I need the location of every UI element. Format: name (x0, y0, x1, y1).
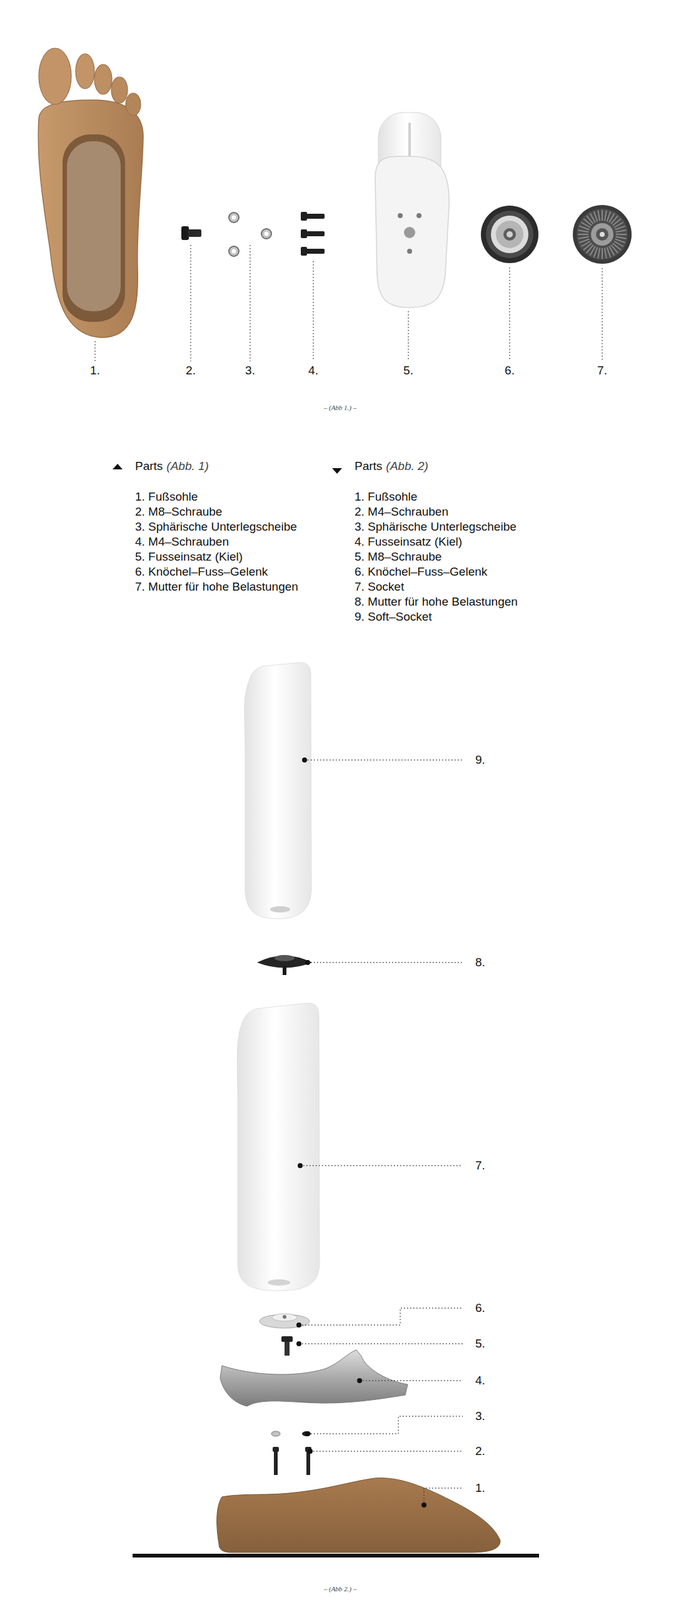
callout-number: 2. (475, 1445, 486, 1460)
callout-number: 7. (475, 1159, 486, 1174)
m4-screws-side (272, 1447, 312, 1476)
list-heading: Parts (135, 459, 163, 475)
part-list-item: 7. Socket (354, 580, 404, 595)
part-list-item: 7. Mutter für hohe Belastungen (135, 580, 299, 595)
down-triangle (332, 468, 343, 475)
part-list-item: 3. Sphärische Unterlegscheibe (135, 520, 298, 535)
figure-caption: – (Abb 1.) – (323, 403, 358, 413)
callout-number: 4. (475, 1374, 486, 1389)
callout-number: 1. (475, 1482, 486, 1497)
leader-dot (296, 757, 427, 1509)
callout-number: 3. (475, 1410, 486, 1425)
list-heading: Parts (354, 459, 383, 475)
keel-top (375, 112, 449, 308)
foot-sole-side (216, 1478, 501, 1554)
socket (237, 1003, 320, 1292)
part-list-item: 1. Fußsohle (135, 490, 198, 505)
list-heading-ref: (Abb. 1) (166, 459, 209, 475)
part-list-item: 2. M8–Schraube (135, 505, 222, 520)
part-list-item: 9. Soft–Socket (354, 610, 433, 625)
dotted-leader (95, 245, 603, 362)
part-list-item: 3. Sphärische Unterlegscheibe (354, 520, 517, 535)
high-load-nut-side (257, 955, 313, 976)
ankle-joint (259, 1314, 310, 1329)
callout-number: 6. (475, 1301, 486, 1317)
figure-caption: – (Abb 2.) – (323, 1585, 358, 1595)
dotted-leader (298, 760, 463, 1506)
m8-screw (181, 226, 202, 241)
callout-number: 9. (475, 753, 486, 768)
callout-number: 6. (504, 363, 515, 379)
washers (228, 212, 272, 257)
callout-number: 1. (90, 363, 101, 379)
soft-socket (244, 662, 312, 920)
callout-number: 5. (475, 1337, 486, 1352)
callout-number: 4. (308, 363, 319, 379)
m4-screws (300, 211, 325, 256)
callout-number: 5. (403, 363, 414, 379)
ground-line (132, 1554, 540, 1559)
foot-sole-top (38, 48, 144, 338)
ankle-joint-disc (480, 205, 539, 264)
washers-side (271, 1432, 311, 1438)
part-list-item: 4. M4–Schrauben (135, 535, 229, 550)
up-triangle (112, 464, 123, 470)
list-heading-ref: (Abb. 2) (385, 459, 429, 475)
high-load-nut (572, 205, 632, 264)
callout-number: 2. (185, 363, 196, 379)
keel-side (220, 1350, 408, 1408)
part-list-item: 5. M8–Schraube (354, 550, 442, 565)
callout-number: 3. (245, 363, 256, 379)
part-list-item: 6. Knöchel–Fuss–Gelenk (354, 565, 488, 580)
part-list-item: 8. Mutter für hohe Belastungen (354, 595, 518, 610)
part-list-item: 5. Fusseinsatz (Kiel) (135, 550, 243, 565)
callout-number: 7. (597, 363, 608, 379)
part-list-item: 1. Fußsohle (354, 490, 418, 505)
part-list-item: 4. Fusseinsatz (Kiel) (354, 535, 463, 550)
part-list-item: 2. M4–Schrauben (354, 505, 449, 520)
part-list-item: 6. Knöchel–Fuss–Gelenk (135, 565, 268, 580)
m8-screw-side (281, 1336, 293, 1357)
callout-number: 8. (475, 956, 486, 971)
